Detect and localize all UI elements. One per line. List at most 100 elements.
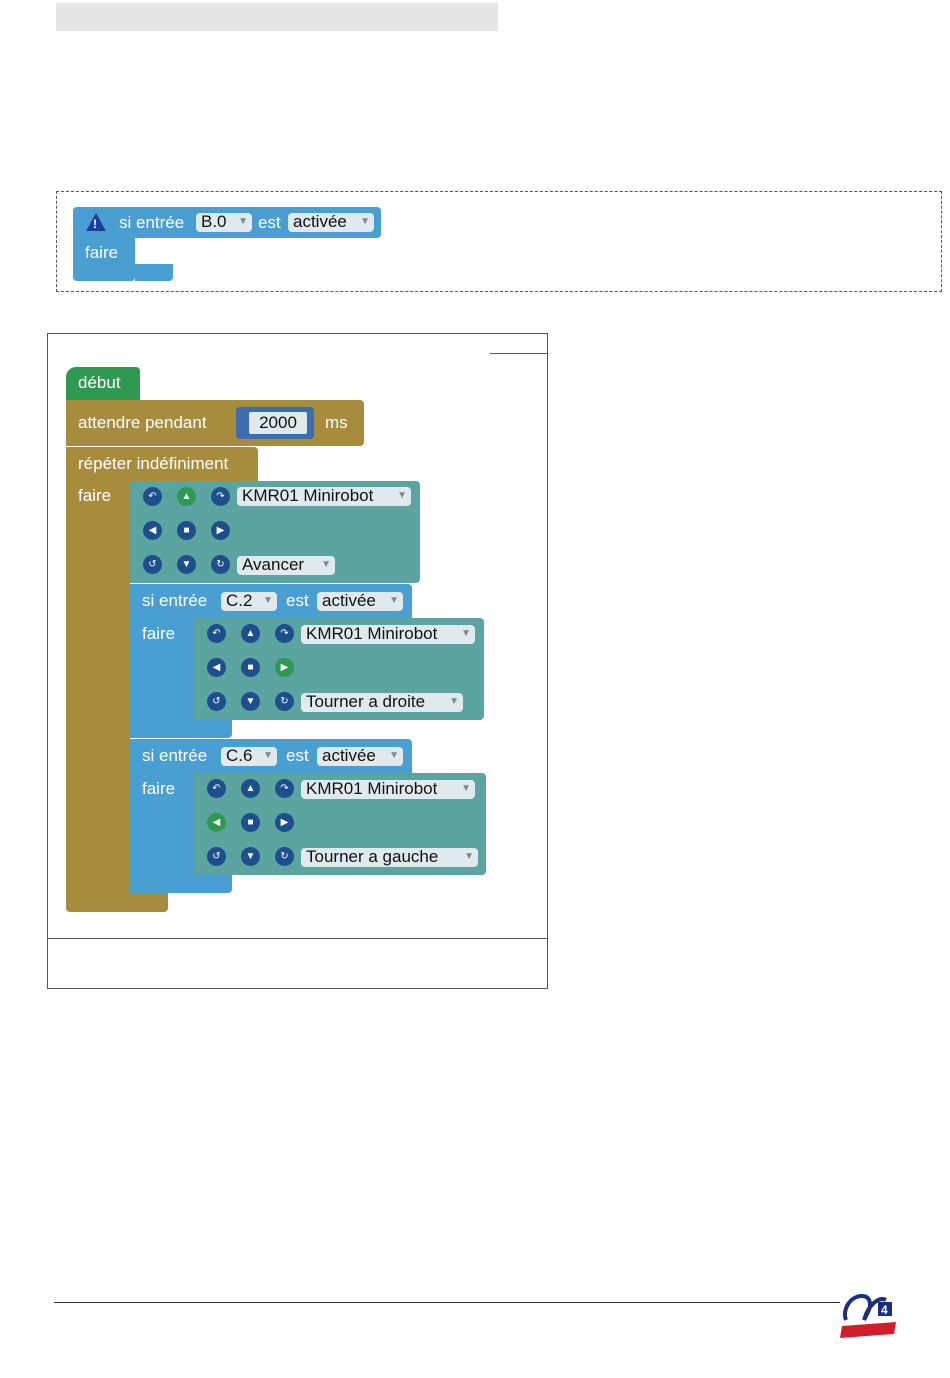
turn-left-forward-icon[interactable]: ↶ (207, 624, 226, 643)
svg-text:4: 4 (881, 1303, 888, 1317)
left-icon[interactable]: ◀ (207, 658, 226, 677)
robot-2-model: KMR01 Minirobot (306, 624, 438, 643)
chevron-down-icon: ▼ (461, 628, 471, 639)
if-1-input-dropdown[interactable]: C.2 ▼ (221, 592, 277, 611)
loop-body-left (66, 480, 130, 900)
if-2-label: si entrée (142, 746, 208, 765)
forward-icon[interactable]: ▲ (177, 487, 196, 506)
chevron-down-icon: ▼ (360, 216, 370, 227)
if-1-state: activée (322, 591, 376, 610)
chevron-down-icon: ▼ (449, 696, 459, 707)
example-est-label: est (258, 213, 281, 232)
example-if-body (73, 235, 135, 281)
wait-label: attendre pendant (78, 413, 207, 432)
robot-3-action: Tourner a gauche (306, 847, 439, 866)
chevron-down-icon: ▼ (321, 559, 331, 570)
if-2-state-dropdown[interactable]: activée ▼ (317, 747, 403, 766)
wait-value-field[interactable]: 2000 (247, 410, 309, 436)
robot-3-model: KMR01 Minirobot (306, 779, 438, 798)
robot-1-model-dropdown[interactable]: KMR01 Minirobot ▼ (237, 487, 411, 506)
if-2-input-dropdown[interactable]: C.6 ▼ (221, 747, 277, 766)
if-1-label: si entrée (142, 591, 208, 610)
start-block[interactable] (66, 367, 140, 401)
robot-2-model-dropdown[interactable]: KMR01 Minirobot ▼ (301, 625, 475, 644)
turn-left-back-icon[interactable]: ↺ (207, 692, 226, 711)
warning-icon (86, 213, 106, 231)
wait-unit: ms (325, 413, 348, 432)
robot-1-model: KMR01 Minirobot (242, 486, 374, 505)
robot-1-action-dropdown[interactable]: Avancer ▼ (237, 556, 335, 575)
example-input-value: B.0 (201, 212, 227, 231)
if-1-state-dropdown[interactable]: activée ▼ (317, 592, 403, 611)
chevron-down-icon: ▼ (464, 851, 474, 862)
turn-left-back-icon[interactable]: ↺ (143, 555, 162, 574)
backward-icon[interactable]: ▼ (241, 692, 260, 711)
wait-value: 2000 (259, 413, 297, 432)
if-block-1-body (130, 617, 194, 737)
chevron-down-icon: ▼ (389, 595, 399, 606)
turn-right-forward-icon[interactable]: ↷ (211, 487, 230, 506)
loop-foot (66, 893, 168, 912)
turn-right-forward-icon[interactable]: ↷ (275, 779, 294, 798)
if-block-2-body (130, 772, 194, 892)
turn-right-back-icon[interactable]: ↻ (275, 692, 294, 711)
right-icon[interactable]: ▶ (275, 658, 294, 677)
stop-icon[interactable]: ■ (177, 521, 196, 540)
footer-line (54, 1302, 840, 1303)
backward-icon[interactable]: ▼ (177, 555, 196, 574)
if-2-input: C.6 (226, 746, 253, 765)
if-2-do: faire (142, 779, 176, 798)
frame-top-line (490, 353, 548, 354)
frame-bottom-line (47, 938, 548, 939)
chevron-down-icon: ▼ (238, 216, 248, 227)
right-icon[interactable]: ▶ (211, 521, 230, 540)
turn-left-forward-icon[interactable]: ↶ (207, 779, 226, 798)
example-state-dropdown[interactable]: activée ▼ (288, 213, 374, 232)
robot-3-model-dropdown[interactable]: KMR01 Minirobot ▼ (301, 780, 475, 799)
if-1-do: faire (142, 624, 176, 643)
if-1-input: C.2 (226, 591, 253, 610)
turn-left-forward-icon[interactable]: ↶ (143, 487, 162, 506)
wait-block[interactable] (66, 400, 364, 446)
forward-icon[interactable]: ▲ (241, 779, 260, 798)
turn-right-back-icon[interactable]: ↻ (211, 555, 230, 574)
a4-logo-graphic: 4 (840, 1293, 896, 1338)
robot-1-action: Avancer (242, 555, 305, 574)
chevron-down-icon: ▼ (461, 783, 471, 794)
chevron-down-icon: ▼ (263, 595, 273, 606)
turn-right-forward-icon[interactable]: ↷ (275, 624, 294, 643)
turn-left-back-icon[interactable]: ↺ (207, 847, 226, 866)
example-zone (56, 191, 942, 292)
robot-2-action-dropdown[interactable]: Tourner a droite ▼ (301, 693, 463, 712)
loop-do-label: faire (78, 486, 112, 505)
chevron-down-icon: ▼ (397, 490, 407, 501)
example-do-label: faire (85, 243, 119, 262)
program-frame (47, 333, 548, 989)
a4-logo: 4 (838, 1290, 898, 1342)
loop-block[interactable] (66, 447, 258, 481)
right-icon[interactable]: ▶ (275, 813, 294, 832)
turn-right-back-icon[interactable]: ↻ (275, 847, 294, 866)
robot-3-action-dropdown[interactable]: Tourner a gauche ▼ (301, 848, 478, 867)
left-icon[interactable]: ◀ (207, 813, 226, 832)
if-2-state: activée (322, 746, 376, 765)
stop-icon[interactable]: ■ (241, 658, 260, 677)
left-icon[interactable]: ◀ (143, 521, 162, 540)
top-header-bar (56, 3, 498, 31)
start-label: début (78, 373, 121, 392)
if-2-est: est (286, 746, 309, 765)
warning-exclamation: ! (93, 217, 97, 231)
chevron-down-icon: ▼ (389, 750, 399, 761)
stop-icon[interactable]: ■ (241, 813, 260, 832)
robot-2-action: Tourner a droite (306, 692, 426, 711)
example-input-dropdown[interactable]: B.0 ▼ (196, 213, 252, 232)
example-state-value: activée (293, 212, 347, 231)
forward-icon[interactable]: ▲ (241, 624, 260, 643)
loop-label: répéter indéfiniment (78, 454, 229, 473)
example-if-foot (135, 264, 173, 281)
backward-icon[interactable]: ▼ (241, 847, 260, 866)
chevron-down-icon: ▼ (263, 750, 273, 761)
if-block-1-foot (130, 720, 232, 738)
if-1-est: est (286, 591, 309, 610)
if-block-2-foot (130, 875, 232, 893)
